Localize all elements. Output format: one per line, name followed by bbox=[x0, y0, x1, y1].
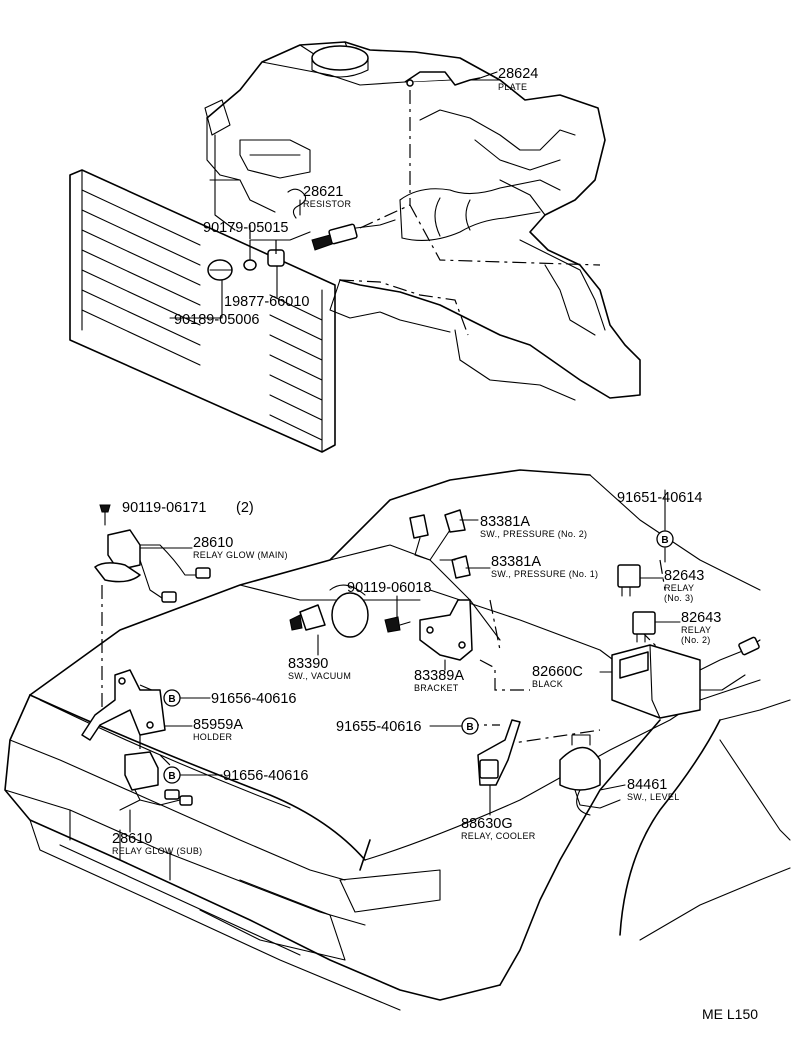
engine-illustration bbox=[204, 41, 641, 401]
part-number-88630g: 88630G bbox=[461, 816, 513, 832]
bolt-marker-91656-b: B bbox=[163, 766, 181, 784]
svg-text:B: B bbox=[661, 535, 668, 546]
part-name-sw-vacuum: SW., VACUUM bbox=[288, 671, 351, 681]
part-name-relay-no3: RELAY bbox=[664, 583, 694, 593]
car-body-illustration bbox=[4, 469, 791, 1011]
part-number-28610-main: 28610 bbox=[193, 535, 233, 551]
part-name-relay-no2-num: (No. 2) bbox=[681, 635, 711, 645]
bolt-marker-91651: B bbox=[656, 530, 674, 548]
svg-text:B: B bbox=[168, 771, 175, 782]
part-name-relay-no2: RELAY bbox=[681, 625, 711, 635]
bolt-marker-91655: B bbox=[461, 717, 479, 735]
part-number-28610-sub: 28610 bbox=[112, 831, 152, 847]
part-name-black: BLACK bbox=[532, 679, 563, 689]
part-name-holder: HOLDER bbox=[193, 732, 233, 742]
part-name-relay-cooler: RELAY, COOLER bbox=[461, 831, 536, 841]
part-number-84461: 84461 bbox=[627, 777, 667, 793]
part-number-90179-05015: 90179-05015 bbox=[203, 220, 288, 236]
part-qty-90119-06171: (2) bbox=[236, 500, 254, 516]
part-number-85959a: 85959A bbox=[193, 717, 243, 733]
bottom-leader-lines bbox=[129, 489, 681, 833]
part-number-83389a: 83389A bbox=[414, 668, 464, 684]
top-guide-lines bbox=[249, 90, 601, 336]
top-leader-lines bbox=[169, 71, 498, 319]
part-name-relay-glow-sub: RELAY GLOW (SUB) bbox=[112, 846, 202, 856]
part-number-82643-no3: 82643 bbox=[664, 568, 704, 584]
part-labels: 28624 PLATE 28621 RESISTOR 90179-05015 1… bbox=[112, 66, 758, 1022]
part-number-90119-06171: 90119-06171 bbox=[122, 500, 206, 516]
part-number-19877-66010: 19877-66010 bbox=[224, 294, 309, 310]
part-name-bracket: BRACKET bbox=[414, 683, 459, 693]
part-number-91656-40616-b: 91656-40616 bbox=[223, 768, 308, 784]
svg-text:B: B bbox=[168, 694, 175, 705]
component-drawings bbox=[81, 504, 761, 816]
diagram-code: ME L150 bbox=[702, 1006, 758, 1022]
part-name-pressure-no2: SW., PRESSURE (No. 2) bbox=[480, 529, 587, 539]
part-name-resistor: RESISTOR bbox=[303, 199, 351, 209]
part-number-83381a-no2: 83381A bbox=[480, 514, 530, 530]
part-number-82643-no2: 82643 bbox=[681, 610, 721, 626]
part-number-83381a-no1: 83381A bbox=[491, 554, 541, 570]
part-name-relay-no3-num: (No. 3) bbox=[664, 593, 694, 603]
part-number-91656-40616-a: 91656-40616 bbox=[211, 691, 296, 707]
bolt-marker-91656-a: B bbox=[163, 689, 181, 707]
radiator-illustration bbox=[69, 169, 336, 453]
part-name-relay-glow-main: RELAY GLOW (MAIN) bbox=[193, 550, 288, 560]
part-name-pressure-no1: SW., PRESSURE (No. 1) bbox=[491, 569, 598, 579]
svg-text:B: B bbox=[466, 722, 473, 733]
part-number-82660c: 82660C bbox=[532, 664, 583, 680]
part-number-90189-05006: 90189-05006 bbox=[174, 312, 259, 328]
part-number-28624: 28624 bbox=[498, 66, 538, 82]
part-number-91651-40614: 91651-40614 bbox=[617, 490, 702, 506]
part-number-91655-40616: 91655-40616 bbox=[336, 719, 421, 735]
part-number-90119-06018: 90119-06018 bbox=[347, 580, 431, 596]
part-number-28621: 28621 bbox=[303, 184, 343, 200]
part-name-sw-level: SW., LEVEL bbox=[627, 792, 680, 802]
part-number-83390: 83390 bbox=[288, 656, 328, 672]
part-name-plate: PLATE bbox=[498, 82, 527, 92]
